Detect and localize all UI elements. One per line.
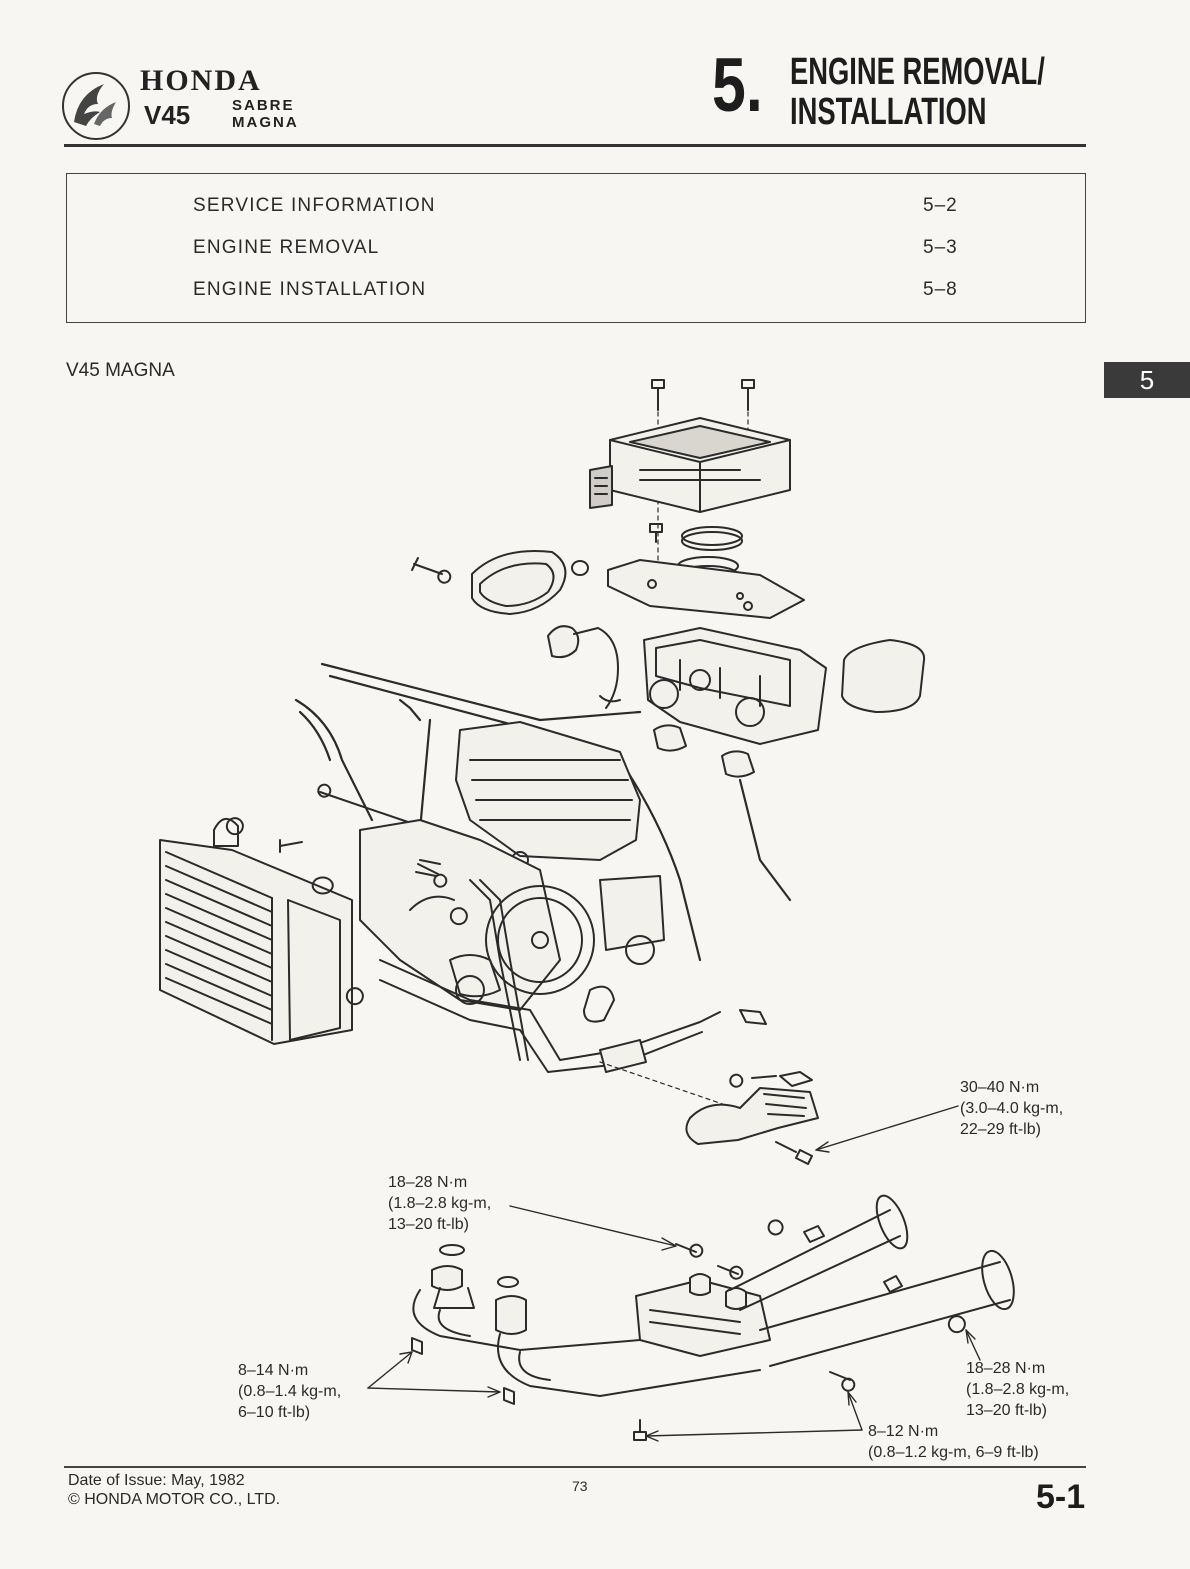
carburetor-assembly xyxy=(547,625,827,778)
air-cleaner-housing xyxy=(589,417,791,513)
air-cleaner-side-cover xyxy=(841,639,926,713)
footpeg-torque-leader xyxy=(815,1105,959,1153)
issue-date: Date of Issue: May, 1982 xyxy=(68,1472,245,1489)
copyright: © HONDA MOTOR CO., LTD. xyxy=(68,1491,281,1508)
torque-kgm: (0.8–1.4 kg-m, xyxy=(238,1383,342,1400)
torque-ftlb: 6–10 ft-lb) xyxy=(238,1404,311,1421)
torque-kgm: (3.0–4.0 kg-m, xyxy=(960,1100,1064,1117)
toc-page-service-information: 5–2 xyxy=(923,195,958,216)
header-divider xyxy=(64,144,1086,147)
footpeg-assembly xyxy=(599,1061,819,1165)
lower-frame-rail xyxy=(345,879,767,1073)
torque-spec-footpeg: 30–40 N·m (3.0–4.0 kg-m, 22–29 ft-lb) xyxy=(960,1077,1063,1140)
torque-spec-muffler-mount: 18–28 N·m (1.8–2.8 kg-m, 13–20 ft-lb) xyxy=(966,1358,1069,1421)
radiator xyxy=(159,817,353,1045)
torque-kgm: (1.8–2.8 kg-m, xyxy=(388,1195,492,1212)
toc-item-engine-installation[interactable]: ENGINE INSTALLATION xyxy=(193,279,427,300)
torque-spec-exhaust-nuts: 8–14 N·m (0.8–1.4 kg-m, 6–10 ft-lb) xyxy=(238,1360,341,1423)
toc-page-engine-removal: 5–3 xyxy=(923,237,958,258)
model-name: V45 xyxy=(144,100,191,130)
torque-value: 8–14 N·m xyxy=(238,1362,309,1379)
exhaust-system xyxy=(411,1194,1015,1441)
section-page-number: 5-1 xyxy=(1036,1478,1086,1516)
torque-ftlb: 22–29 ft-lb) xyxy=(960,1121,1041,1138)
variant-sabre: SABRE xyxy=(232,97,295,114)
toc-item-engine-removal[interactable]: ENGINE REMOVAL xyxy=(193,237,380,258)
torque-kgm: (1.8–2.8 kg-m, xyxy=(966,1381,1070,1398)
chapter-title-line1: ENGINE REMOVAL/ xyxy=(790,51,1045,93)
footer-divider xyxy=(64,1466,1086,1468)
torque-ftlb: 13–20 ft-lb) xyxy=(966,1402,1047,1419)
page-number: 73 xyxy=(572,1478,588,1494)
section-tab[interactable]: 5 xyxy=(1104,362,1190,398)
exhaust-torque-leaders xyxy=(367,1205,981,1442)
chapter-number: 5. xyxy=(712,43,763,128)
honda-wing-logo xyxy=(62,72,130,140)
torque-value: 18–28 N·m xyxy=(388,1174,468,1191)
footer-info: Date of Issue: May, 1982 © HONDA MOTOR C… xyxy=(68,1471,280,1509)
section-label: V45 MAGNA xyxy=(66,360,175,381)
table-of-contents xyxy=(66,173,1086,323)
engine-mount-bolts xyxy=(279,783,468,926)
air-cleaner-bolts xyxy=(651,379,755,601)
toc-item-service-information[interactable]: SERVICE INFORMATION xyxy=(193,195,436,216)
torque-spec-exhaust-clamp: 18–28 N·m (1.8–2.8 kg-m, 13–20 ft-lb) xyxy=(388,1172,491,1235)
torque-value: 18–28 N·m xyxy=(966,1360,1046,1377)
carburetor-cover xyxy=(607,559,805,619)
variant-magna: MAGNA xyxy=(232,114,299,131)
torque-kgm-ftlb: (0.8–1.2 kg-m, 6–9 ft-lb) xyxy=(868,1444,1039,1461)
brand-name: HONDA xyxy=(140,64,262,97)
torque-spec-chamber-bolts: 8–12 N·m (0.8–1.2 kg-m, 6–9 ft-lb) xyxy=(868,1421,1039,1463)
side-cover xyxy=(411,549,589,615)
torque-value: 8–12 N·m xyxy=(868,1423,939,1440)
torque-ftlb: 13–20 ft-lb) xyxy=(388,1216,469,1233)
chapter-title-line2: INSTALLATION xyxy=(790,91,987,133)
toc-page-engine-installation: 5–8 xyxy=(923,279,958,300)
torque-value: 30–40 N·m xyxy=(960,1079,1040,1096)
chapter-title: ENGINE REMOVAL/ INSTALLATION xyxy=(790,52,1045,132)
